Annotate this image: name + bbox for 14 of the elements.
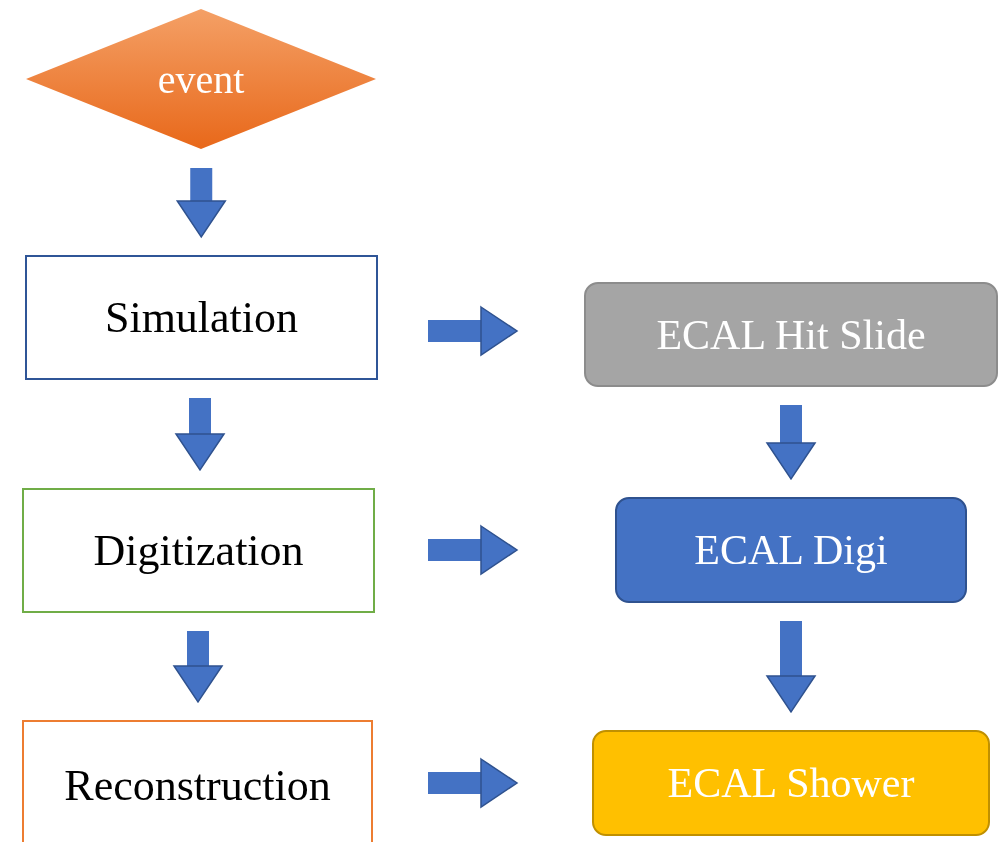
node-label: Simulation: [104, 292, 299, 343]
node-label: event: [157, 55, 245, 103]
process-box: [25, 255, 378, 380]
node-label: ECAL Hit Slide: [656, 310, 926, 359]
node-label: ECAL Digi: [694, 526, 888, 574]
start-diamond: [25, 8, 377, 150]
process-box: [22, 488, 375, 613]
process-box: [615, 497, 967, 603]
process-box: [584, 282, 998, 387]
node-label: ECAL Shower: [667, 759, 915, 807]
node-label: Digitization: [93, 525, 304, 576]
process-box: [592, 730, 990, 836]
node-label: Reconstruction: [64, 759, 331, 811]
process-box: [22, 720, 373, 842]
